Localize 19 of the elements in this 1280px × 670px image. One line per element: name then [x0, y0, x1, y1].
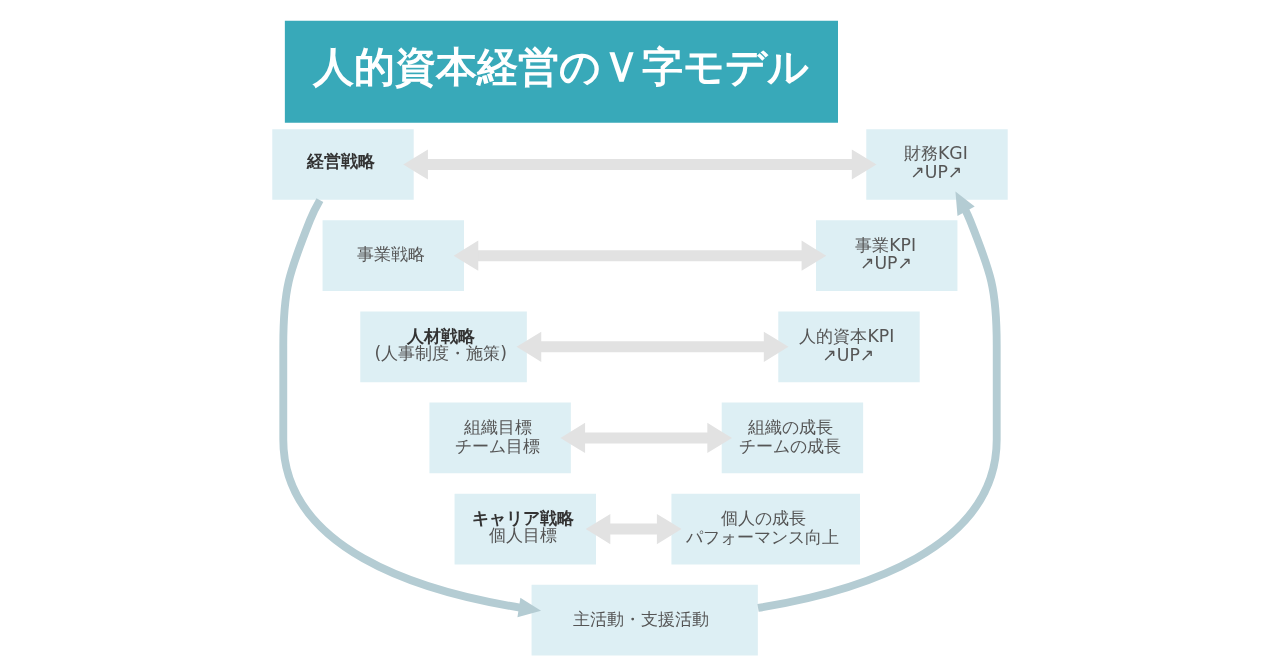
arrow	[279, 198, 542, 618]
node-box: 財務KGI ↗UP↗	[866, 129, 1008, 200]
node-box: 主活動・支援活動	[531, 584, 758, 656]
node-box: 人的資本KPI ↗UP↗	[778, 311, 920, 383]
node-box: 人材戦略 (人事制度・施策)	[360, 311, 527, 383]
node-box: 事業KPI ↗UP↗	[816, 220, 958, 291]
node-box: 事業戦略	[322, 220, 464, 291]
arrow	[403, 149, 877, 180]
arrow	[453, 240, 827, 271]
node-box: 組織の成長 チームの成長	[721, 402, 864, 474]
diagram-title: 人的資本経営のＶ字モデル	[313, 42, 810, 91]
arrow	[585, 513, 682, 545]
node-box: 個人の成長 パフォーマンス向上	[671, 493, 860, 565]
arrow	[757, 191, 1001, 612]
node-box: 経営戦略	[272, 129, 414, 200]
node-box: キャリア戦略 個人目標	[454, 493, 596, 565]
node-box: 組織目標 チーム目標	[429, 402, 571, 474]
arrow	[516, 331, 789, 362]
arrow	[560, 422, 732, 454]
